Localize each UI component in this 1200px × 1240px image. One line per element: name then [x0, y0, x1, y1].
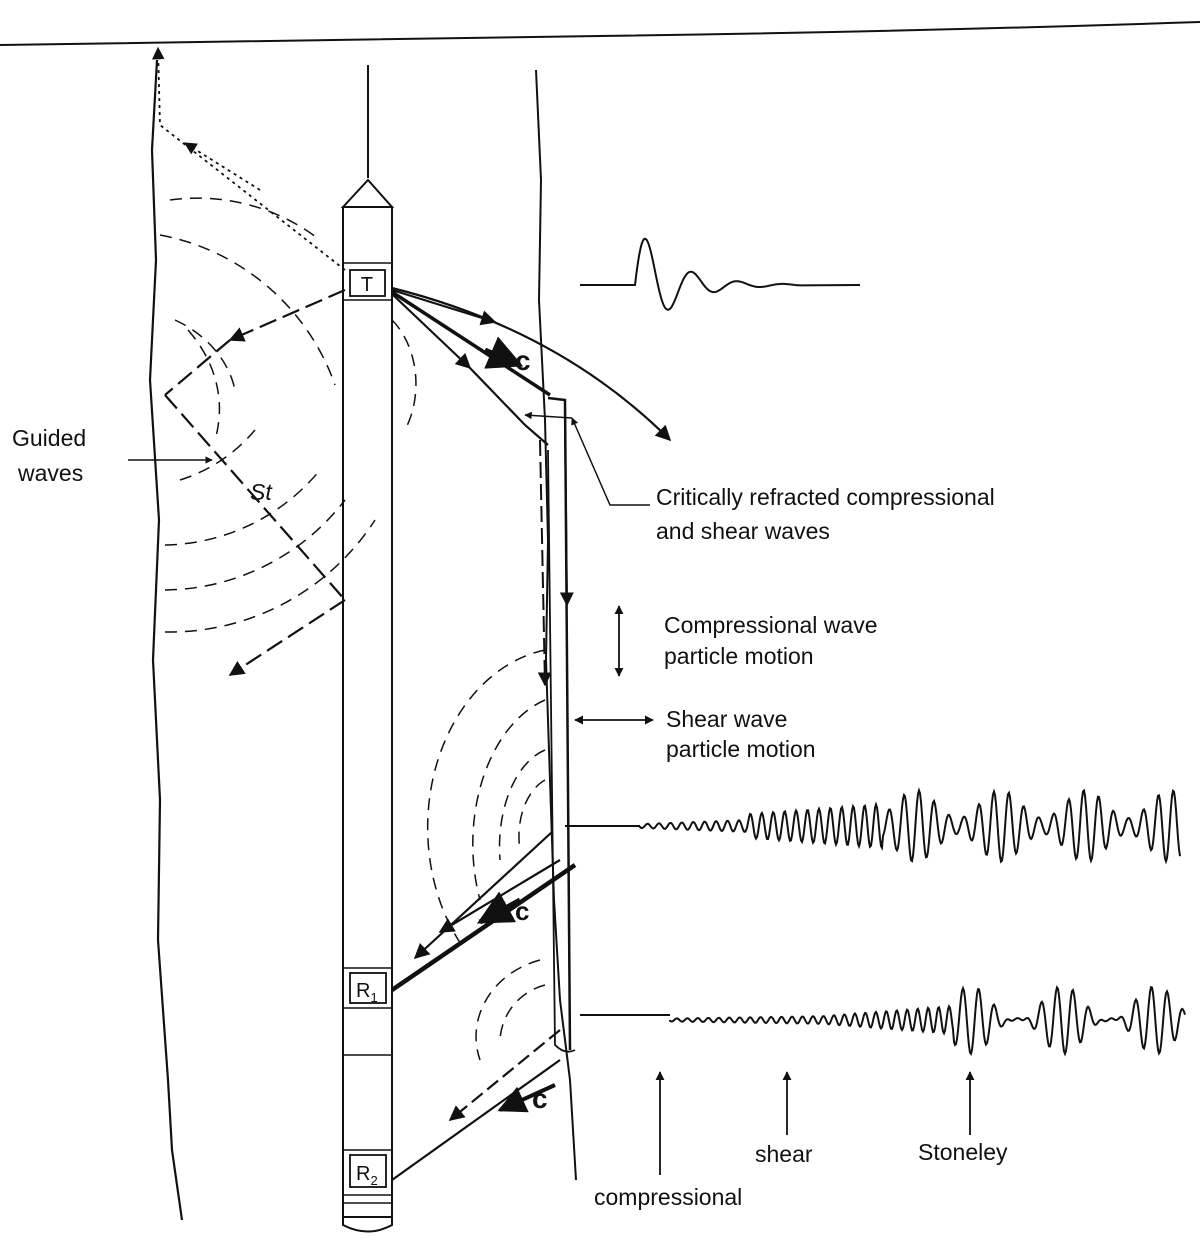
refracted-c-mark-top: c [515, 345, 531, 376]
receiver-rays [390, 831, 577, 1181]
svg-text:R1: R1 [356, 980, 378, 1005]
receiver-2-label: R [356, 1163, 370, 1185]
guided-waves-label-1: Guided [12, 425, 86, 451]
guided-waves-label-2: waves [17, 460, 83, 486]
refracted-c-mark-low: c [532, 1083, 548, 1114]
transmitter-label: T [361, 274, 373, 296]
receiver-1-subscript: 1 [370, 990, 377, 1005]
transmitter-wavefronts [159, 197, 417, 633]
receiver-1-label: R [356, 980, 370, 1002]
transmitted-rays [391, 286, 672, 446]
right-borehole-wall [535, 69, 577, 1181]
critical-label-2: and shear waves [656, 518, 830, 544]
left-borehole-wall [148, 59, 184, 1221]
arrival-label-shear: shear [755, 1141, 813, 1167]
critical-pointer [571, 417, 650, 506]
logging-tool [340, 178, 395, 1233]
surface-line [0, 21, 1200, 46]
dotted-surface-ray [151, 46, 346, 271]
receiver-wavefronts [426, 649, 546, 1061]
receiver-1-waveform [639, 787, 1181, 865]
stoneley-mark: St [250, 479, 273, 505]
arrival-label-compressional: compressional [594, 1184, 742, 1210]
critical-label-1: Critically refracted compressional [656, 484, 995, 510]
guided-wave-rays [164, 288, 346, 676]
compressional-motion-label-2: particle motion [664, 643, 814, 669]
receiver-2-box: R2 [349, 1154, 387, 1188]
arrival-label-stoneley: Stoneley [918, 1139, 1008, 1165]
refracted-c-mark-mid: c [515, 896, 529, 926]
shear-motion-label-2: particle motion [666, 736, 816, 762]
transmitter-box: T [349, 269, 386, 297]
receiver-2-waveform [669, 985, 1186, 1057]
head-waves [537, 396, 576, 1053]
receiver-2-subscript: 2 [370, 1173, 377, 1188]
compressional-motion-label-1: Compressional wave [664, 612, 877, 638]
receiver-1-box: R1 [349, 972, 387, 1005]
shear-motion-label-1: Shear wave [666, 706, 787, 732]
svg-text:R2: R2 [356, 1163, 378, 1188]
transmitter-pulse-waveform [580, 237, 861, 311]
